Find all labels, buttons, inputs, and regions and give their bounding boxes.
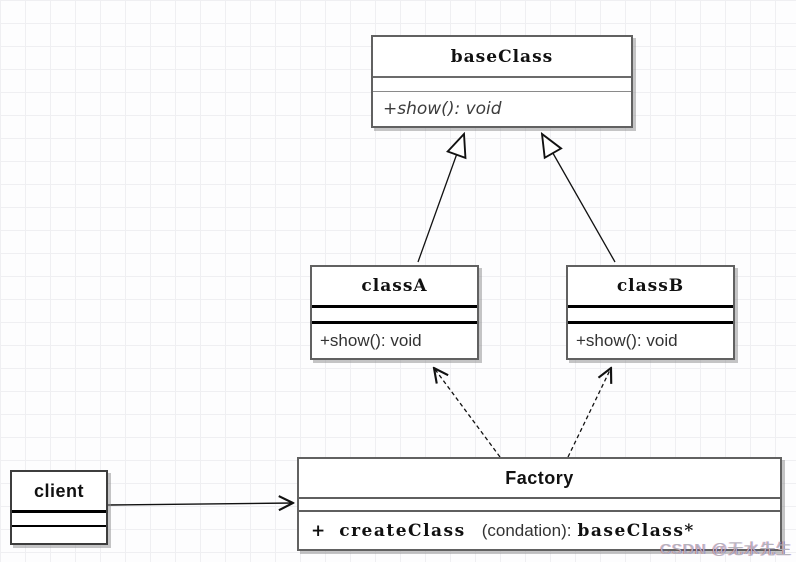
method-params: (condation): bbox=[481, 520, 572, 540]
dependency-arrow-factory-classb bbox=[567, 368, 611, 458]
class-title-classb: classB bbox=[616, 276, 685, 296]
method-label-classa: +show(): void bbox=[312, 321, 477, 358]
method-visibility: + bbox=[311, 520, 326, 541]
class-box-baseclass[interactable]: baseClass +show(): void bbox=[371, 35, 633, 128]
method-label-classb: +show(): void bbox=[568, 321, 733, 358]
association-arrow-client-factory bbox=[107, 503, 293, 505]
method-name: createClass bbox=[339, 520, 466, 541]
methods-compartment-client bbox=[12, 525, 106, 543]
generalization-arrow-classb-baseclass bbox=[542, 134, 616, 263]
attributes-compartment-factory bbox=[299, 497, 780, 510]
generalization-arrow-classa-baseclass bbox=[417, 134, 464, 263]
method-return-type: baseClass* bbox=[577, 520, 695, 541]
attributes-compartment-client bbox=[12, 510, 106, 525]
attributes-compartment-classb bbox=[568, 305, 733, 321]
dependency-arrow-factory-classa bbox=[434, 368, 501, 458]
attributes-compartment-classa bbox=[312, 305, 477, 321]
method-label-baseclass: +show(): void bbox=[373, 91, 631, 126]
attributes-compartment-baseclass bbox=[373, 76, 631, 91]
class-box-factory[interactable]: Factory + createClass (condation): baseC… bbox=[297, 457, 782, 551]
method-row-factory: + createClass (condation): baseClass* bbox=[299, 510, 780, 549]
class-title-factory: Factory bbox=[505, 467, 574, 488]
class-title-client: client bbox=[33, 480, 84, 501]
class-title-baseclass: baseClass bbox=[450, 46, 554, 67]
class-box-classb[interactable]: classB +show(): void bbox=[566, 265, 735, 360]
class-box-client[interactable]: client bbox=[10, 470, 108, 545]
class-title-classa: classA bbox=[361, 276, 428, 296]
class-box-classa[interactable]: classA +show(): void bbox=[310, 265, 479, 360]
